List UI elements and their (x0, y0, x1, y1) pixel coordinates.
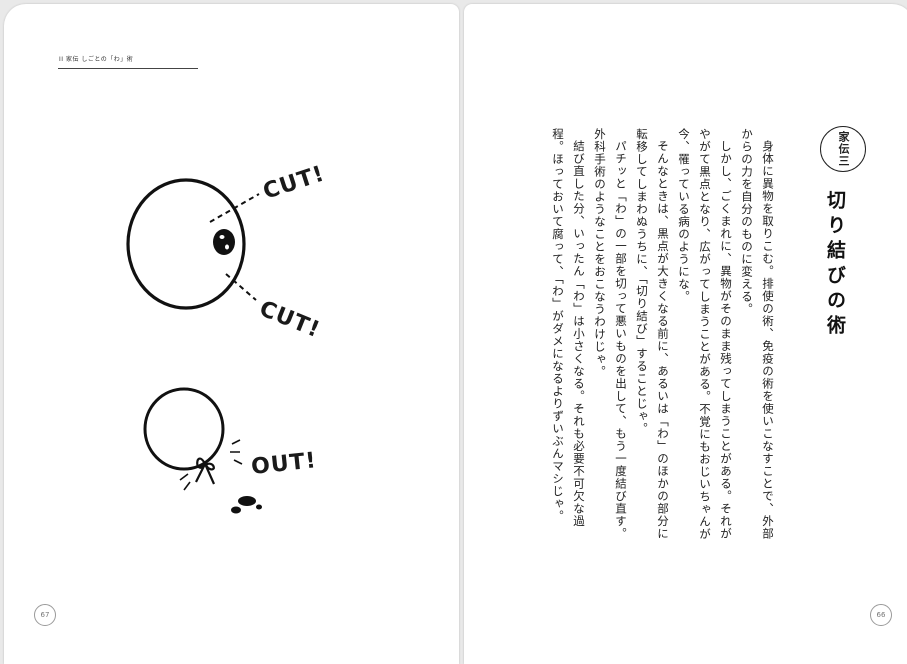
body-text: 身体に異物を取りこむ。排使の術、免疫の術を使いこなすことで、外部からの力を自分の… (547, 128, 778, 548)
page-number-left: 67 (34, 604, 56, 626)
header-rule (58, 68, 198, 69)
running-header: II 家伝 しごとの「わ」術 (59, 56, 134, 63)
paragraph: パチッと「わ」の一部を切って悪いものを出して、もう一度結び直す。外科手術のような… (593, 128, 628, 540)
paragraph: 身体に異物を取りこむ。排使の術、免疫の術を使いこなすことで、外部からの力を自分の… (740, 128, 775, 540)
left-page: II 家伝 しごとの「わ」術 CUT! CUT! OUT! 67 (4, 4, 459, 664)
chapter-badge: 家伝三 (820, 126, 866, 172)
cut-line-lower (225, 273, 257, 301)
right-page: 家伝三 切り結びの術 身体に異物を取りこむ。排使の術、免疫の術を使いこなすことで… (464, 4, 907, 664)
paragraph: そんなときは、黒点が大きくなる前に、あるいは「わ」のほかの部分に転移してしまわぬ… (635, 128, 670, 540)
removed-spot (238, 496, 256, 506)
black-spot (213, 229, 235, 255)
cut-illustration: CUT! CUT! OUT! (126, 161, 328, 514)
wa-circle (126, 178, 246, 310)
cut-label-upper: CUT! (260, 161, 328, 204)
bow-knot (195, 457, 216, 485)
cut-line-upper (209, 193, 260, 223)
cut-label-lower: CUT! (256, 296, 324, 343)
paragraph: 結び直した分、いったん「わ」は小さくなる。それも必要不可欠な過程。ほっておいて腐… (551, 128, 586, 527)
out-label: OUT! (250, 448, 318, 480)
chapter-badge-text: 家伝三 (837, 131, 850, 167)
tied-circle (143, 387, 225, 471)
chapter-title: 切り結びの術 (824, 190, 846, 340)
paragraph: しかし、ごくまれに、異物がそのまま残ってしまうことがある。それがやがて黒点となり… (677, 128, 733, 541)
page-number-right: 66 (870, 604, 892, 626)
